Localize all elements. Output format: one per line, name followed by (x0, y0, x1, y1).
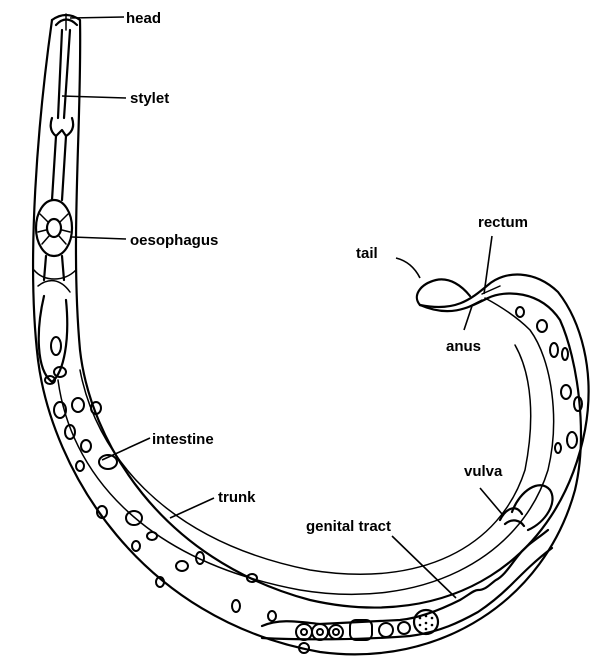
label-genital-tract: genital tract (306, 518, 391, 535)
label-stylet: stylet (130, 90, 169, 107)
nerve-ring (34, 270, 76, 292)
leader-oesophagus (72, 237, 126, 239)
oesophageal-bulb (36, 200, 72, 256)
label-anus: anus (446, 338, 481, 355)
oesophagus-tube (52, 136, 66, 200)
label-vulva: vulva (464, 463, 503, 480)
oesophagus-posterior (44, 256, 64, 280)
stylet-knobs (51, 118, 73, 136)
leader-tail (396, 258, 420, 278)
spermatheca-dots (419, 615, 434, 631)
leader-genital-tract (392, 536, 456, 598)
body-inner-wall (33, 20, 581, 654)
leader-head (70, 17, 124, 18)
posterior-cells (516, 307, 582, 453)
stylet-shaft (58, 30, 70, 118)
leader-anus (464, 306, 472, 330)
label-head: head (126, 10, 161, 27)
label-rectum: rectum (478, 214, 528, 231)
bulb-valve (47, 219, 61, 237)
leader-vulva (480, 488, 502, 514)
gut-inner-line-2 (80, 345, 531, 574)
tail-tip (417, 279, 470, 305)
leader-stylet (62, 96, 126, 98)
label-oesophagus: oesophagus (130, 232, 218, 249)
label-trunk: trunk (218, 489, 256, 506)
label-intestine: intestine (152, 431, 214, 448)
label-tail: tail (356, 245, 378, 262)
leader-trunk (170, 498, 214, 518)
